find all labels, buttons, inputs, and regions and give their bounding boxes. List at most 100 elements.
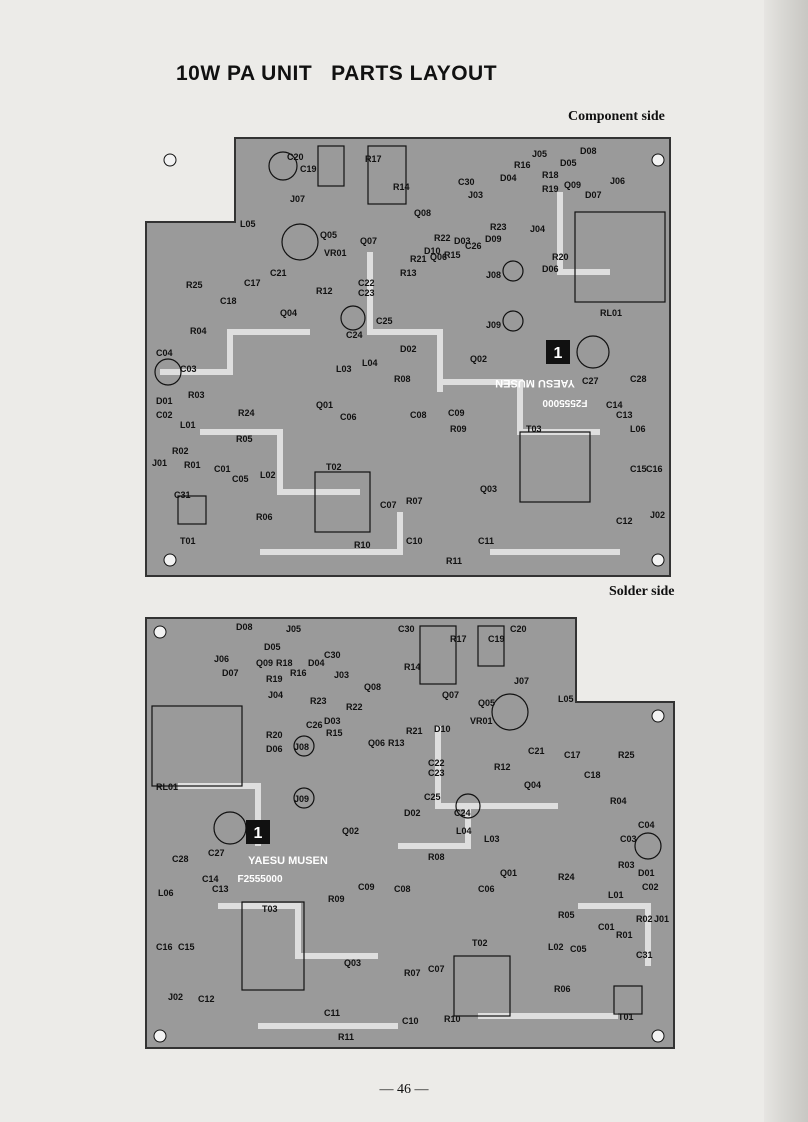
label-s-c12: C12 <box>198 994 215 1004</box>
label-s-c16: C16 <box>156 942 173 952</box>
label-s-l05: L05 <box>558 694 574 704</box>
label-r12: R12 <box>316 286 333 296</box>
label-s-q05: Q05 <box>478 698 495 708</box>
page-number: — 46 — <box>379 1082 429 1097</box>
label-c31: C31 <box>174 490 191 500</box>
label-s-c30: C30 <box>324 650 341 660</box>
label-d06: D06 <box>542 264 559 274</box>
label-r21: R21 <box>410 254 427 264</box>
label-c13: C13 <box>616 410 633 420</box>
label-d07: D07 <box>585 190 602 200</box>
label-q03: Q03 <box>480 484 497 494</box>
label-l01: L01 <box>180 420 196 430</box>
label-s-q04: Q04 <box>524 780 541 790</box>
label-s-c19: C19 <box>488 634 505 644</box>
label-r08: R08 <box>394 374 411 384</box>
label-s-rl01: RL01 <box>156 782 178 792</box>
label-s-j07: J07 <box>514 676 529 686</box>
label-s-d04: D04 <box>308 658 325 668</box>
label-r15: R15 <box>444 250 461 260</box>
label-c23: C23 <box>358 288 375 298</box>
label-c27: C27 <box>582 376 599 386</box>
label-c10: C10 <box>406 536 423 546</box>
label-s-d02: D02 <box>404 808 421 818</box>
label-s-q06: Q06 <box>368 738 385 748</box>
label-j06: J06 <box>610 176 625 186</box>
page-title: 10W PA UNIT PARTS LAYOUT <box>176 62 498 85</box>
label-t02: T02 <box>326 462 342 472</box>
label-s-c20: C20 <box>510 624 527 634</box>
label-c30: C30 <box>458 177 475 187</box>
label-r01: R01 <box>184 460 201 470</box>
label-r07: R07 <box>406 496 423 506</box>
label-s-d05: D05 <box>264 642 281 652</box>
label-s-j08: J08 <box>294 742 309 752</box>
label-r06: R06 <box>256 512 273 522</box>
label-s-c13: C13 <box>212 884 229 894</box>
label-c04: C04 <box>156 348 173 358</box>
label-vr01: VR01 <box>324 248 347 258</box>
label-s-d06: D06 <box>266 744 283 754</box>
label-s-c08: C08 <box>394 884 411 894</box>
label-r22: R22 <box>434 233 451 243</box>
label-c26: C26 <box>465 241 482 251</box>
label-s-r05: R05 <box>558 910 575 920</box>
label-q08: Q08 <box>414 208 431 218</box>
label-s-c15: C15 <box>178 942 195 952</box>
label-s-d10: D10 <box>434 724 451 734</box>
component-side-board: 1 YAESU MUSEN F2555000 C20 C19 J07 L05 Q… <box>145 137 671 577</box>
label-c14: C14 <box>606 400 623 410</box>
label-c08: C08 <box>410 410 427 420</box>
label-j08: J08 <box>486 270 501 280</box>
label-c18: C18 <box>220 296 237 306</box>
label-r05: R05 <box>236 434 253 444</box>
label-s-d03: D03 <box>324 716 341 726</box>
label-s-q02: Q02 <box>342 826 359 836</box>
label-j02: J02 <box>650 510 665 520</box>
label-s-r17: R17 <box>450 634 467 644</box>
pin1-mark-solder: 1 <box>254 825 263 842</box>
label-r04: R04 <box>190 326 207 336</box>
label-d02: D02 <box>400 344 417 354</box>
label-s-r07: R07 <box>404 968 421 978</box>
part-number: F2555000 <box>542 397 587 408</box>
label-s-c01: C01 <box>598 922 615 932</box>
label-q01: Q01 <box>316 400 333 410</box>
label-c20: C20 <box>287 152 304 162</box>
solder-side-board: 1 YAESU MUSEN F2555000 D08 J06 D07 Q09 D… <box>145 617 675 1049</box>
label-l06: L06 <box>630 424 646 434</box>
label-d03: D03 <box>454 236 471 246</box>
label-s-c10: C10 <box>402 1016 419 1026</box>
label-s-c28: C28 <box>172 854 189 864</box>
label-s-r11: R11 <box>338 1032 354 1042</box>
label-q06: Q06 <box>430 252 447 262</box>
label-s-c11: C11 <box>324 1008 340 1018</box>
label-s-l02: L02 <box>548 942 564 952</box>
label-l02: L02 <box>260 470 276 480</box>
label-s-r16: R16 <box>290 668 307 678</box>
label-s-j01: J01 <box>654 914 669 924</box>
label-s-c29: C30 <box>398 624 415 634</box>
label-s-d08: D08 <box>236 622 253 632</box>
label-s-t03: T03 <box>262 904 278 914</box>
label-s-r15: R15 <box>326 728 343 738</box>
label-r14: R14 <box>393 182 410 192</box>
label-s-r22: R22 <box>346 702 363 712</box>
label-r25: R25 <box>186 280 203 290</box>
label-j07: J07 <box>290 194 305 204</box>
label-s-c24: C24 <box>454 808 471 818</box>
board-marking-solder: YAESU MUSEN <box>248 855 328 867</box>
label-s-r25: R25 <box>618 750 635 760</box>
label-s-r09: R09 <box>328 894 345 904</box>
label-r16: R16 <box>514 160 531 170</box>
label-s-d07: D07 <box>222 668 239 678</box>
label-j01: J01 <box>152 458 167 468</box>
label-s-c22: C22 <box>428 758 445 768</box>
label-c28: C28 <box>630 374 647 384</box>
label-s-c14: C14 <box>202 874 219 884</box>
label-s-r03: R03 <box>618 860 635 870</box>
label-c05: C05 <box>232 474 249 484</box>
label-s-q09: Q09 <box>256 658 273 668</box>
label-s-r19: R19 <box>266 674 283 684</box>
part-number-solder: F2555000 <box>237 874 282 885</box>
